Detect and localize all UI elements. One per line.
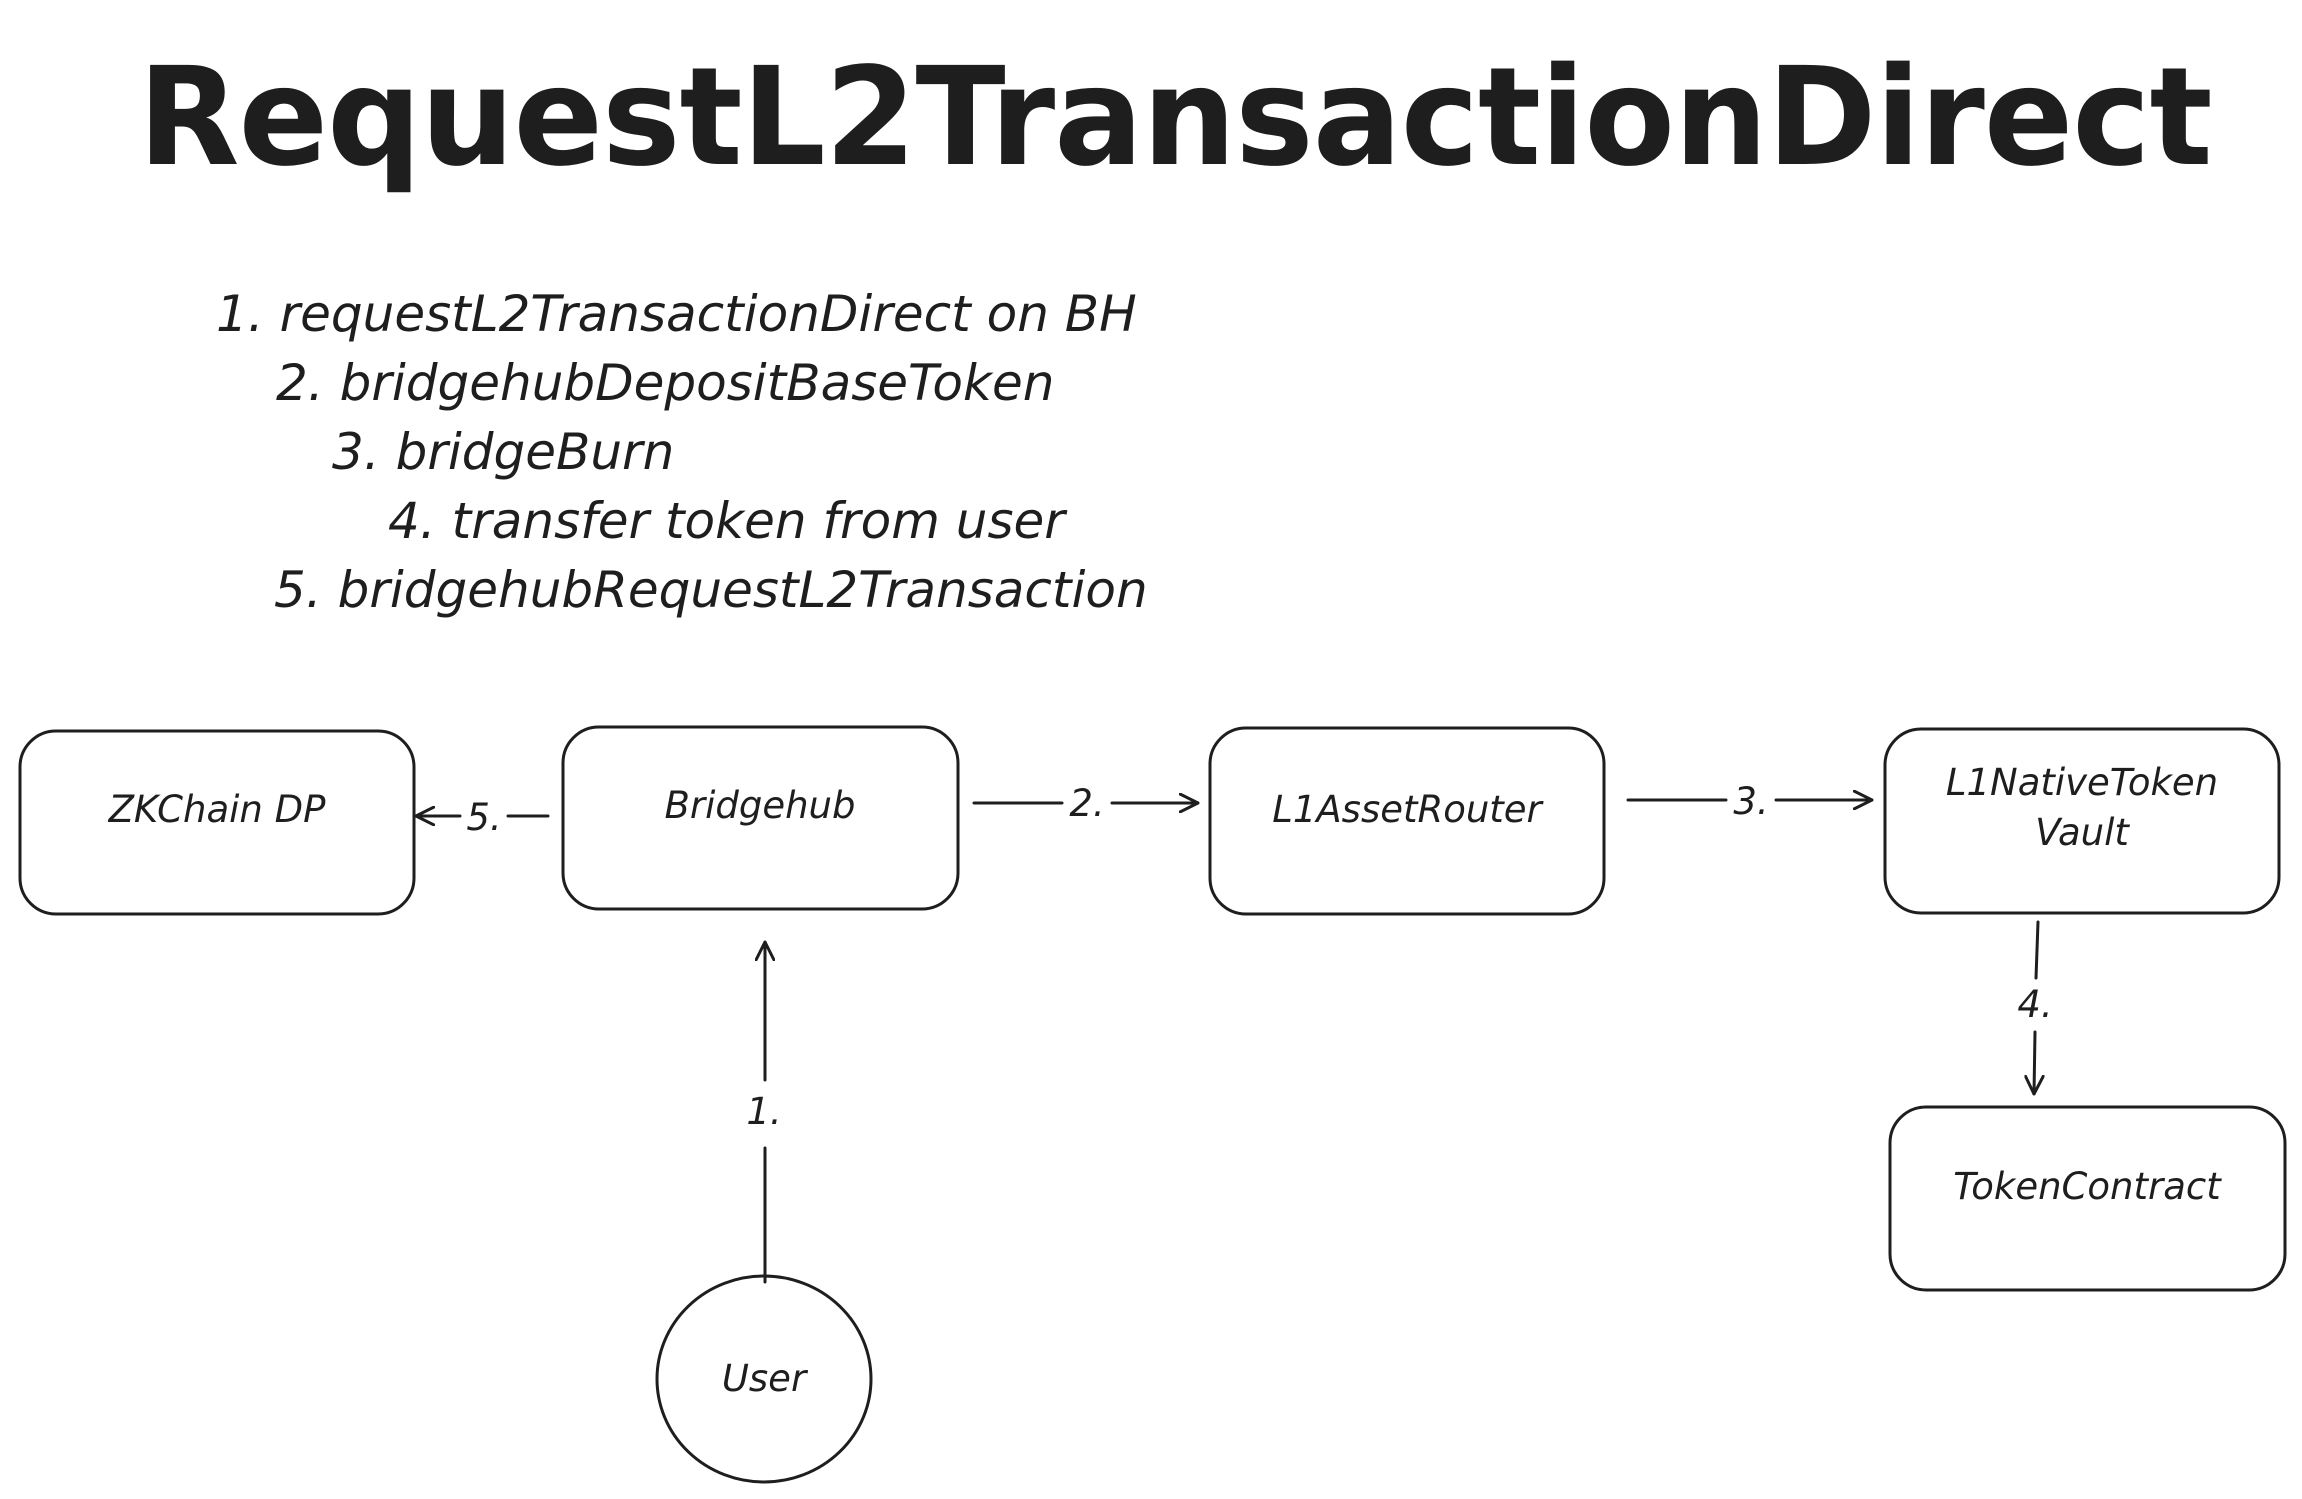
edge-4-line-head [2034, 1030, 2035, 1096]
tokencontract-label: TokenContract [1953, 1165, 2222, 1208]
l1nativetokenvault-node [1883, 727, 2281, 915]
bridgehub-node [561, 725, 960, 911]
step-item-1: 1. requestL2TransactionDirect on BH [216, 285, 1137, 343]
l1assetrouter-node [1208, 726, 1606, 916]
step-item-5: 5. bridgehubRequestL2Transaction [274, 561, 1148, 619]
tokencontract-node [1888, 1105, 2287, 1292]
step-item-4: 4. transfer token from user [388, 492, 1065, 550]
edge-4-line [2034, 920, 2040, 980]
bridgehub-label: Bridgehub [665, 784, 856, 827]
l1assetrouter-label: L1AssetRouter [1272, 788, 1544, 831]
edge-2-label: 2. [1069, 782, 1104, 825]
edge-3-label: 3. [1733, 780, 1768, 823]
zkchain-label: ZKChain DP [108, 788, 327, 831]
zkchain-node [18, 729, 416, 916]
l1nativetokenvault-label-line1: L1NativeToken [1946, 761, 2218, 804]
l1nativetokenvault-label-line2: Vault [2035, 811, 2130, 854]
edge-5-label: 5. [466, 796, 501, 839]
step-item-2: 2. bridgehubDepositBaseToken [276, 354, 1055, 412]
diagram-title: RequestL2TransactionDirect [138, 39, 2213, 197]
step-item-3: 3. bridgeBurn [332, 423, 675, 481]
user-label: User [722, 1357, 809, 1400]
edge-1-label: 1. [746, 1090, 781, 1133]
edge-4-label: 4. [2017, 983, 2052, 1026]
